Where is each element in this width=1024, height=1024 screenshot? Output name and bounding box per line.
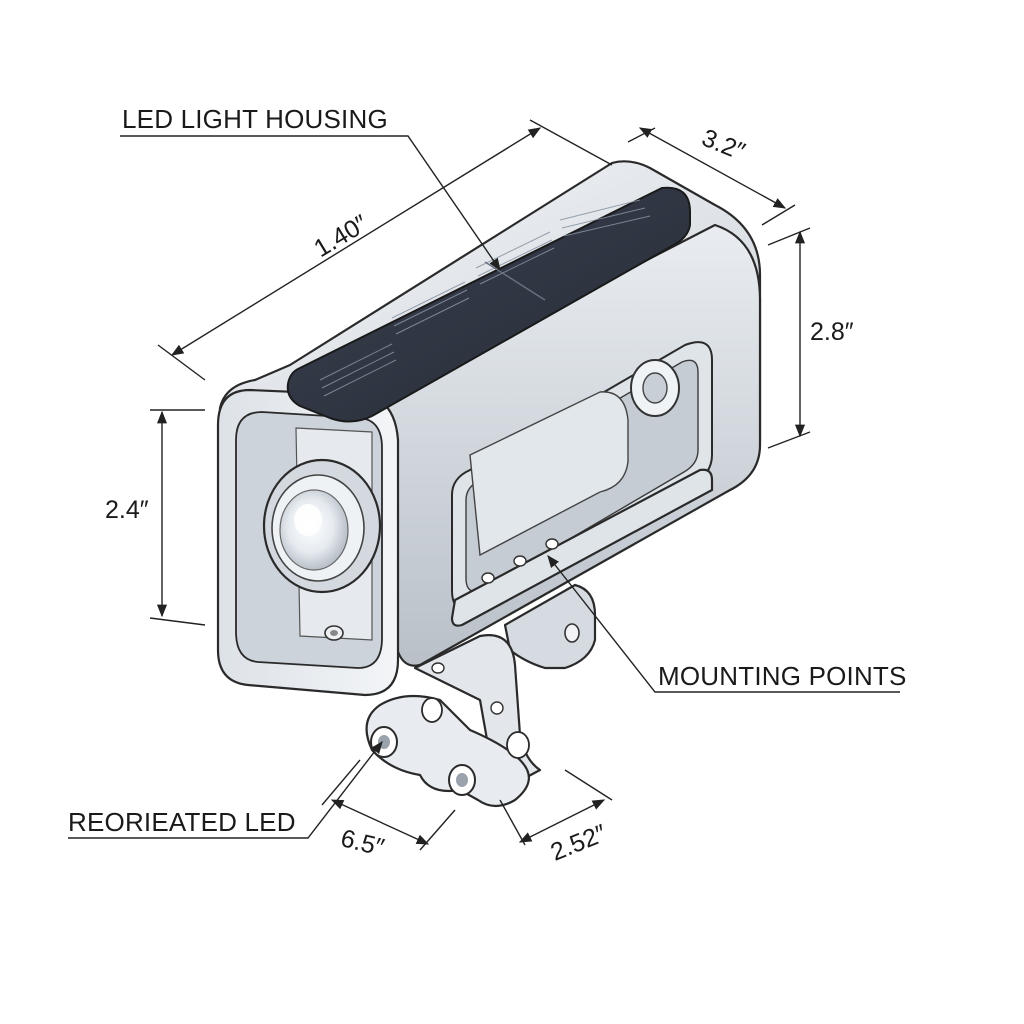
rear-ring-hole — [642, 372, 668, 404]
rail-hole — [481, 572, 495, 584]
ext-line — [767, 431, 811, 449]
dim-line-bracket-depth — [518, 799, 606, 843]
mount-block — [503, 583, 597, 670]
dim-bracket-width-value: 6.5″ — [338, 824, 387, 862]
leader-mounting — [547, 555, 900, 693]
ext-line — [419, 809, 456, 851]
arm-hole — [431, 662, 445, 674]
dim-line-depth — [638, 127, 787, 209]
led-lens — [262, 458, 382, 594]
ext-line — [564, 769, 613, 801]
arm-hole — [490, 701, 504, 715]
mount-block-hole — [564, 623, 580, 643]
dim-depth-value: 3.2″ — [698, 124, 749, 166]
label-led-light-housing: LED LIGHT HOUSING — [122, 104, 388, 134]
dim-line-bracket-width — [330, 799, 430, 845]
rail-hole — [513, 555, 527, 567]
front-screw-hole — [330, 630, 338, 636]
dim-bracket-depth-value: 2.52″ — [547, 819, 611, 867]
plate-hole — [421, 697, 443, 723]
ext-line — [767, 227, 811, 246]
label-reorieated-led: REORIEATED LED — [68, 807, 296, 837]
housing-lower-rail — [450, 468, 714, 627]
rail-hole — [545, 538, 559, 550]
ext-line — [157, 344, 206, 381]
mounting-bracket — [365, 583, 597, 808]
label-mounting-points: MOUNTING POINTS — [658, 661, 907, 691]
plate-hole-inner — [456, 773, 468, 787]
ext-line — [499, 799, 526, 846]
ext-line — [149, 617, 206, 626]
dim-height-left-value: 2.4″ — [105, 496, 149, 524]
ext-line — [627, 127, 656, 143]
inner-led-cylinder — [469, 391, 629, 557]
dimension-lines — [149, 119, 811, 851]
leader-lines — [68, 135, 900, 839]
leader-housing — [120, 135, 501, 272]
ext-line — [321, 759, 361, 806]
dim-height-right-value: 2.8″ — [810, 318, 854, 346]
plate-hole — [506, 731, 530, 759]
led-light-housing — [216, 160, 762, 697]
plate-hole-inner — [378, 735, 390, 749]
dim-length-value: 1.40″ — [309, 209, 373, 263]
ext-line — [529, 119, 613, 166]
dim-line-length — [170, 127, 542, 356]
leader-led — [68, 741, 383, 839]
ext-line — [761, 204, 796, 226]
